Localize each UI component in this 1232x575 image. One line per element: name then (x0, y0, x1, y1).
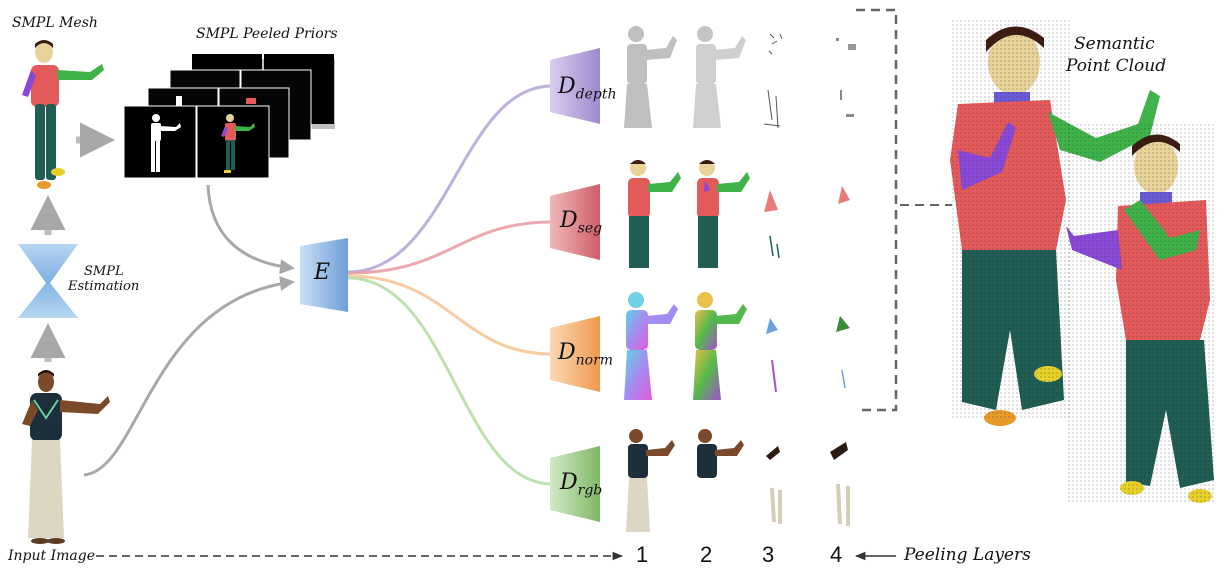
decoder-norm-sub: norm (575, 352, 614, 369)
peeling-layers-label: Peeling Layers (904, 545, 1031, 565)
input-image-person (22, 370, 110, 544)
arrow-priors-to-encoder (206, 184, 295, 275)
decoder-seg-sub: seg (577, 220, 603, 237)
seg-layer-2 (697, 160, 750, 268)
curve-to-rgb (347, 276, 553, 486)
layer-number-3: 3 (762, 542, 775, 567)
prior-silhouette (151, 114, 181, 172)
decoder-seg-block (550, 184, 600, 260)
rgb-layer-1 (626, 429, 675, 532)
seg-layer-1 (628, 160, 681, 268)
decoder-seg-base: D (560, 208, 578, 233)
smpl-peeled-priors-label: SMPL Peeled Priors (196, 26, 338, 42)
curve-to-seg (347, 220, 553, 275)
curve-to-depth (347, 84, 553, 274)
norm-layer-1 (624, 292, 678, 400)
point-cloud-person-back (1066, 124, 1216, 504)
smpl-estimation-hourglass (18, 244, 78, 318)
prior-segmentation-figure (221, 114, 255, 173)
seg-layer-3 (764, 190, 780, 259)
decoder-depth-base: D (558, 74, 576, 99)
layer-number-2: 2 (700, 542, 713, 567)
encoder-label: E (314, 260, 331, 285)
curve-to-norm (347, 274, 553, 356)
depth-layer-2 (693, 26, 746, 128)
decoder-depth-sub: depth (575, 86, 617, 103)
decoder-norm-label: Dnorm (558, 340, 613, 368)
decoder-norm-base: D (558, 340, 576, 365)
decoder-rgb-base: D (560, 470, 578, 495)
peeled-priors-stack (123, 54, 335, 179)
decoder-rgb-sub: rgb (577, 482, 603, 499)
input-image-label: Input Image (8, 548, 96, 564)
norm-layer-2 (693, 292, 747, 400)
decoder-depth-label: Ddepth (558, 74, 617, 102)
smpl-mesh-label: SMPL Mesh (12, 15, 98, 31)
smpl-estimation-label-2: Estimation (68, 279, 140, 294)
depth-layer-1 (624, 26, 677, 128)
arrow-input-to-encoder (83, 276, 295, 477)
decoder-depth-block (550, 48, 600, 124)
depth-layer-4 (836, 38, 856, 117)
rgb-layer-4 (830, 442, 850, 526)
decoder-seg-label: Dseg (560, 208, 602, 236)
layer-number-1: 1 (636, 542, 649, 567)
semantic-point-cloud-label-1: Semantic (1074, 34, 1155, 54)
dashed-bracket (856, 8, 898, 412)
smpl-estimation-label-1: SMPL (84, 264, 124, 279)
decoder-rgb-label: Drgb (560, 470, 602, 498)
semantic-point-cloud-label-2: Point Cloud (1066, 56, 1167, 76)
depth-layer-3 (763, 33, 783, 129)
decoder-rgb-block (550, 446, 600, 522)
decoder-norm-block (550, 316, 600, 392)
layer-number-4: 4 (830, 542, 843, 567)
seg-layer-4 (838, 186, 850, 204)
rgb-layer-3 (766, 446, 782, 524)
norm-layer-4 (836, 316, 850, 389)
rgb-layer-2 (697, 429, 744, 478)
norm-layer-3 (766, 318, 778, 393)
encoder-block (300, 238, 348, 312)
smpl-mesh-figure (22, 40, 104, 189)
